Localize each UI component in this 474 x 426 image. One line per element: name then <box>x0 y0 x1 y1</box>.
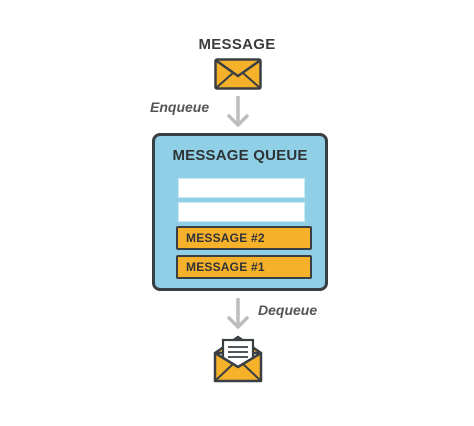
queue-item-message-1: MESSAGE #1 <box>176 255 312 279</box>
queue-slot-empty <box>178 202 305 222</box>
down-arrow-icon <box>227 298 249 329</box>
dequeue-label: Dequeue <box>258 302 318 318</box>
message-queue-box: MESSAGE QUEUE MESSAGE #2 MESSAGE #1 <box>152 133 328 291</box>
closed-envelope-icon <box>214 58 262 90</box>
down-arrow-icon <box>227 96 249 127</box>
queue-title: MESSAGE QUEUE <box>172 147 308 164</box>
message-label: MESSAGE <box>198 36 276 53</box>
enqueue-label: Enqueue <box>150 99 210 115</box>
queue-item-message-2: MESSAGE #2 <box>176 226 312 250</box>
open-envelope-icon <box>213 335 263 383</box>
queue-slot-empty <box>178 178 305 198</box>
